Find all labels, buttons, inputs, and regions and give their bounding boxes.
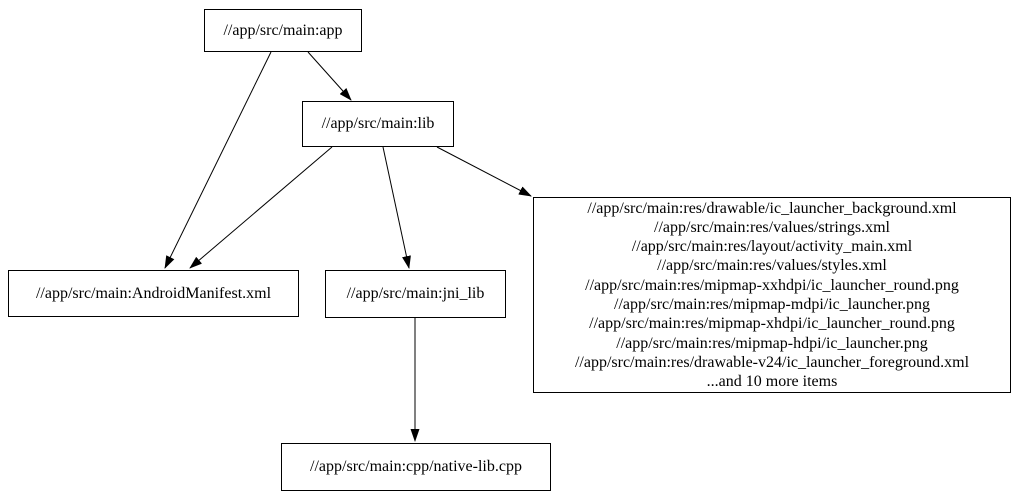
res-file-line: //app/src/main:res/drawable-v24/ic_launc… [574,353,970,371]
res-file-line: //app/src/main:res/values/styles.xml [657,257,887,275]
node-lib-label: //app/src/main:lib [321,115,435,132]
node-res-files-group: //app/src/main:res/drawable/ic_launcher_… [533,197,1011,393]
res-file-line: //app/src/main:res/layout/activity_main.… [631,238,913,256]
res-file-line: //app/src/main:res/mipmap-xxhdpi/ic_laun… [585,276,959,294]
edge-app-to-manifest [164,51,272,269]
edge-app-to-lib [307,51,352,101]
node-android-manifest-label: //app/src/main:AndroidManifest.xml [35,284,272,302]
edge-lib-to-manifest [189,146,333,269]
node-app-target: //app/src/main:app [204,9,362,52]
node-app-label: //app/src/main:app [223,21,343,39]
res-file-line: //app/src/main:res/mipmap-xhdpi/ic_launc… [589,315,955,333]
res-more-items-line: ...and 10 more items [706,373,838,391]
node-android-manifest: //app/src/main:AndroidManifest.xml [8,270,299,317]
node-native-lib-cpp: //app/src/main:cpp/native-lib.cpp [281,443,551,491]
node-native-lib-cpp-label: //app/src/main:cpp/native-lib.cpp [310,458,522,475]
node-lib-target: //app/src/main:lib [302,101,454,147]
res-file-line: //app/src/main:res/mipmap-mdpi/ic_launch… [614,296,930,313]
edge-lib-to-res-files [436,146,532,197]
res-file-line: //app/src/main:res/mipmap-hdpi/ic_launch… [616,334,928,352]
res-file-line: //app/src/main:res/drawable/ic_launcher_… [587,199,957,217]
res-file-line: //app/src/main:res/values/strings.xml [654,218,890,236]
edge-lib-to-jni-lib [382,146,411,269]
node-jni-lib: //app/src/main:jni_lib [325,270,506,318]
node-jni-lib-label: //app/src/main:jni_lib [346,285,485,302]
